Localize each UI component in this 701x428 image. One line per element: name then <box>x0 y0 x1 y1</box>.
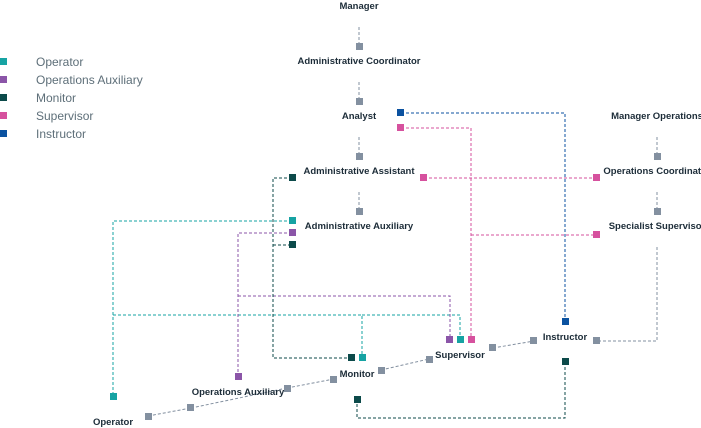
node-administrative-coordinator: Administrative Coordinator <box>297 56 421 67</box>
node-manager: Manager <box>339 1 379 12</box>
supervisor-path-marker-left <box>426 356 433 363</box>
instructor-path-marker <box>530 337 537 344</box>
instructor-link-analyst <box>401 112 566 322</box>
monitor-path-marker-right <box>378 367 385 374</box>
ops-auxiliary-ops-auxiliary-marker <box>235 373 242 380</box>
ops-coordinator-supervisor-marker <box>593 174 600 181</box>
supervisor-link-analyst <box>401 127 472 340</box>
operator-path-marker-right <box>187 404 194 411</box>
ops-auxiliary-path-marker <box>284 385 291 392</box>
path-operator <box>147 407 192 417</box>
node-operations-coordinator: Operations Coordinator <box>603 166 701 177</box>
instructor-structure-marker <box>593 337 600 344</box>
ops-auxiliary-link-admin-auxiliary <box>237 232 292 376</box>
path-operations-auxiliary-monitor <box>286 378 335 389</box>
node-specialist-supervisor: Specialist Supervisor <box>608 221 701 232</box>
supervisor-operator-marker <box>457 336 464 343</box>
monitor-link-admin-assistant <box>272 177 351 359</box>
monitor-path-marker-left <box>330 376 337 383</box>
link-specialist-instructor <box>597 247 658 342</box>
path-supervisor-instructor <box>492 340 535 349</box>
node-supervisor: Supervisor <box>435 350 485 361</box>
path-monitor-supervisor <box>380 358 430 371</box>
monitor-instructor-link-marker <box>354 396 361 403</box>
node-operator: Operator <box>92 417 134 428</box>
operator-link-admin-auxiliary <box>112 220 292 396</box>
legend: Operator Operations Auxiliary Monitor Su… <box>0 0 200 150</box>
operator-path-marker-left <box>145 413 152 420</box>
node-operations-auxiliary: Operations Auxiliary <box>191 387 285 398</box>
admin-assistant-marker <box>356 208 363 215</box>
supervisor-supervisor-marker <box>468 336 475 343</box>
monitor-operator-marker <box>359 354 366 361</box>
legend-label-operator: Operator <box>36 55 84 69</box>
supervisor-path-marker-right <box>489 344 496 351</box>
analyst-instructor-marker <box>397 109 404 116</box>
operations-auxiliary-swatch <box>0 76 7 83</box>
instructor-monitor-marker <box>562 358 569 365</box>
admin-auxiliary-ops-auxiliary-marker <box>289 229 296 236</box>
node-administrative-auxiliary: Administrative Auxiliary <box>304 221 414 232</box>
instructor-swatch <box>0 130 7 137</box>
admin-assistant-monitor-marker <box>289 174 296 181</box>
admin-auxiliary-operator-marker <box>289 217 296 224</box>
manager-marker <box>356 43 363 50</box>
instructor-instructor-marker <box>562 318 569 325</box>
ops-coordinator-marker <box>654 208 661 215</box>
legend-label-monitor: Monitor <box>36 91 77 105</box>
admin-coordinator-marker <box>356 98 363 105</box>
node-manager-operations: Manager Operations <box>611 111 701 122</box>
node-analyst: Analyst <box>341 111 377 122</box>
ops-auxiliary-link-supervisor <box>238 295 451 340</box>
analyst-supervisor-marker <box>397 124 404 131</box>
analyst-marker <box>356 153 363 160</box>
operator-link-supervisor <box>362 314 461 340</box>
supervisor-ops-auxiliary-marker <box>446 336 453 343</box>
path-operator-operations-auxiliary <box>190 387 288 409</box>
legend-label-instructor: Instructor <box>36 127 87 141</box>
manager-ops-marker <box>654 153 661 160</box>
operator-operator-marker <box>110 393 117 400</box>
monitor-swatch <box>0 94 7 101</box>
monitor-monitor-marker <box>348 354 355 361</box>
supervisor-swatch <box>0 112 7 119</box>
specialist-supervisor-marker <box>593 231 600 238</box>
node-instructor: Instructor <box>542 332 588 343</box>
node-administrative-assistant: Administrative Assistant <box>303 166 415 177</box>
legend-label-operations-auxiliary: Operations Auxiliary <box>36 73 143 87</box>
monitor-link-instructor <box>356 362 566 419</box>
admin-auxiliary-monitor-marker <box>289 241 296 248</box>
operator-swatch <box>0 58 7 65</box>
node-monitor: Monitor <box>339 369 375 380</box>
operator-link-monitor <box>113 314 363 358</box>
legend-label-supervisor: Supervisor <box>36 109 94 123</box>
admin-assistant-supervisor-marker <box>420 174 427 181</box>
